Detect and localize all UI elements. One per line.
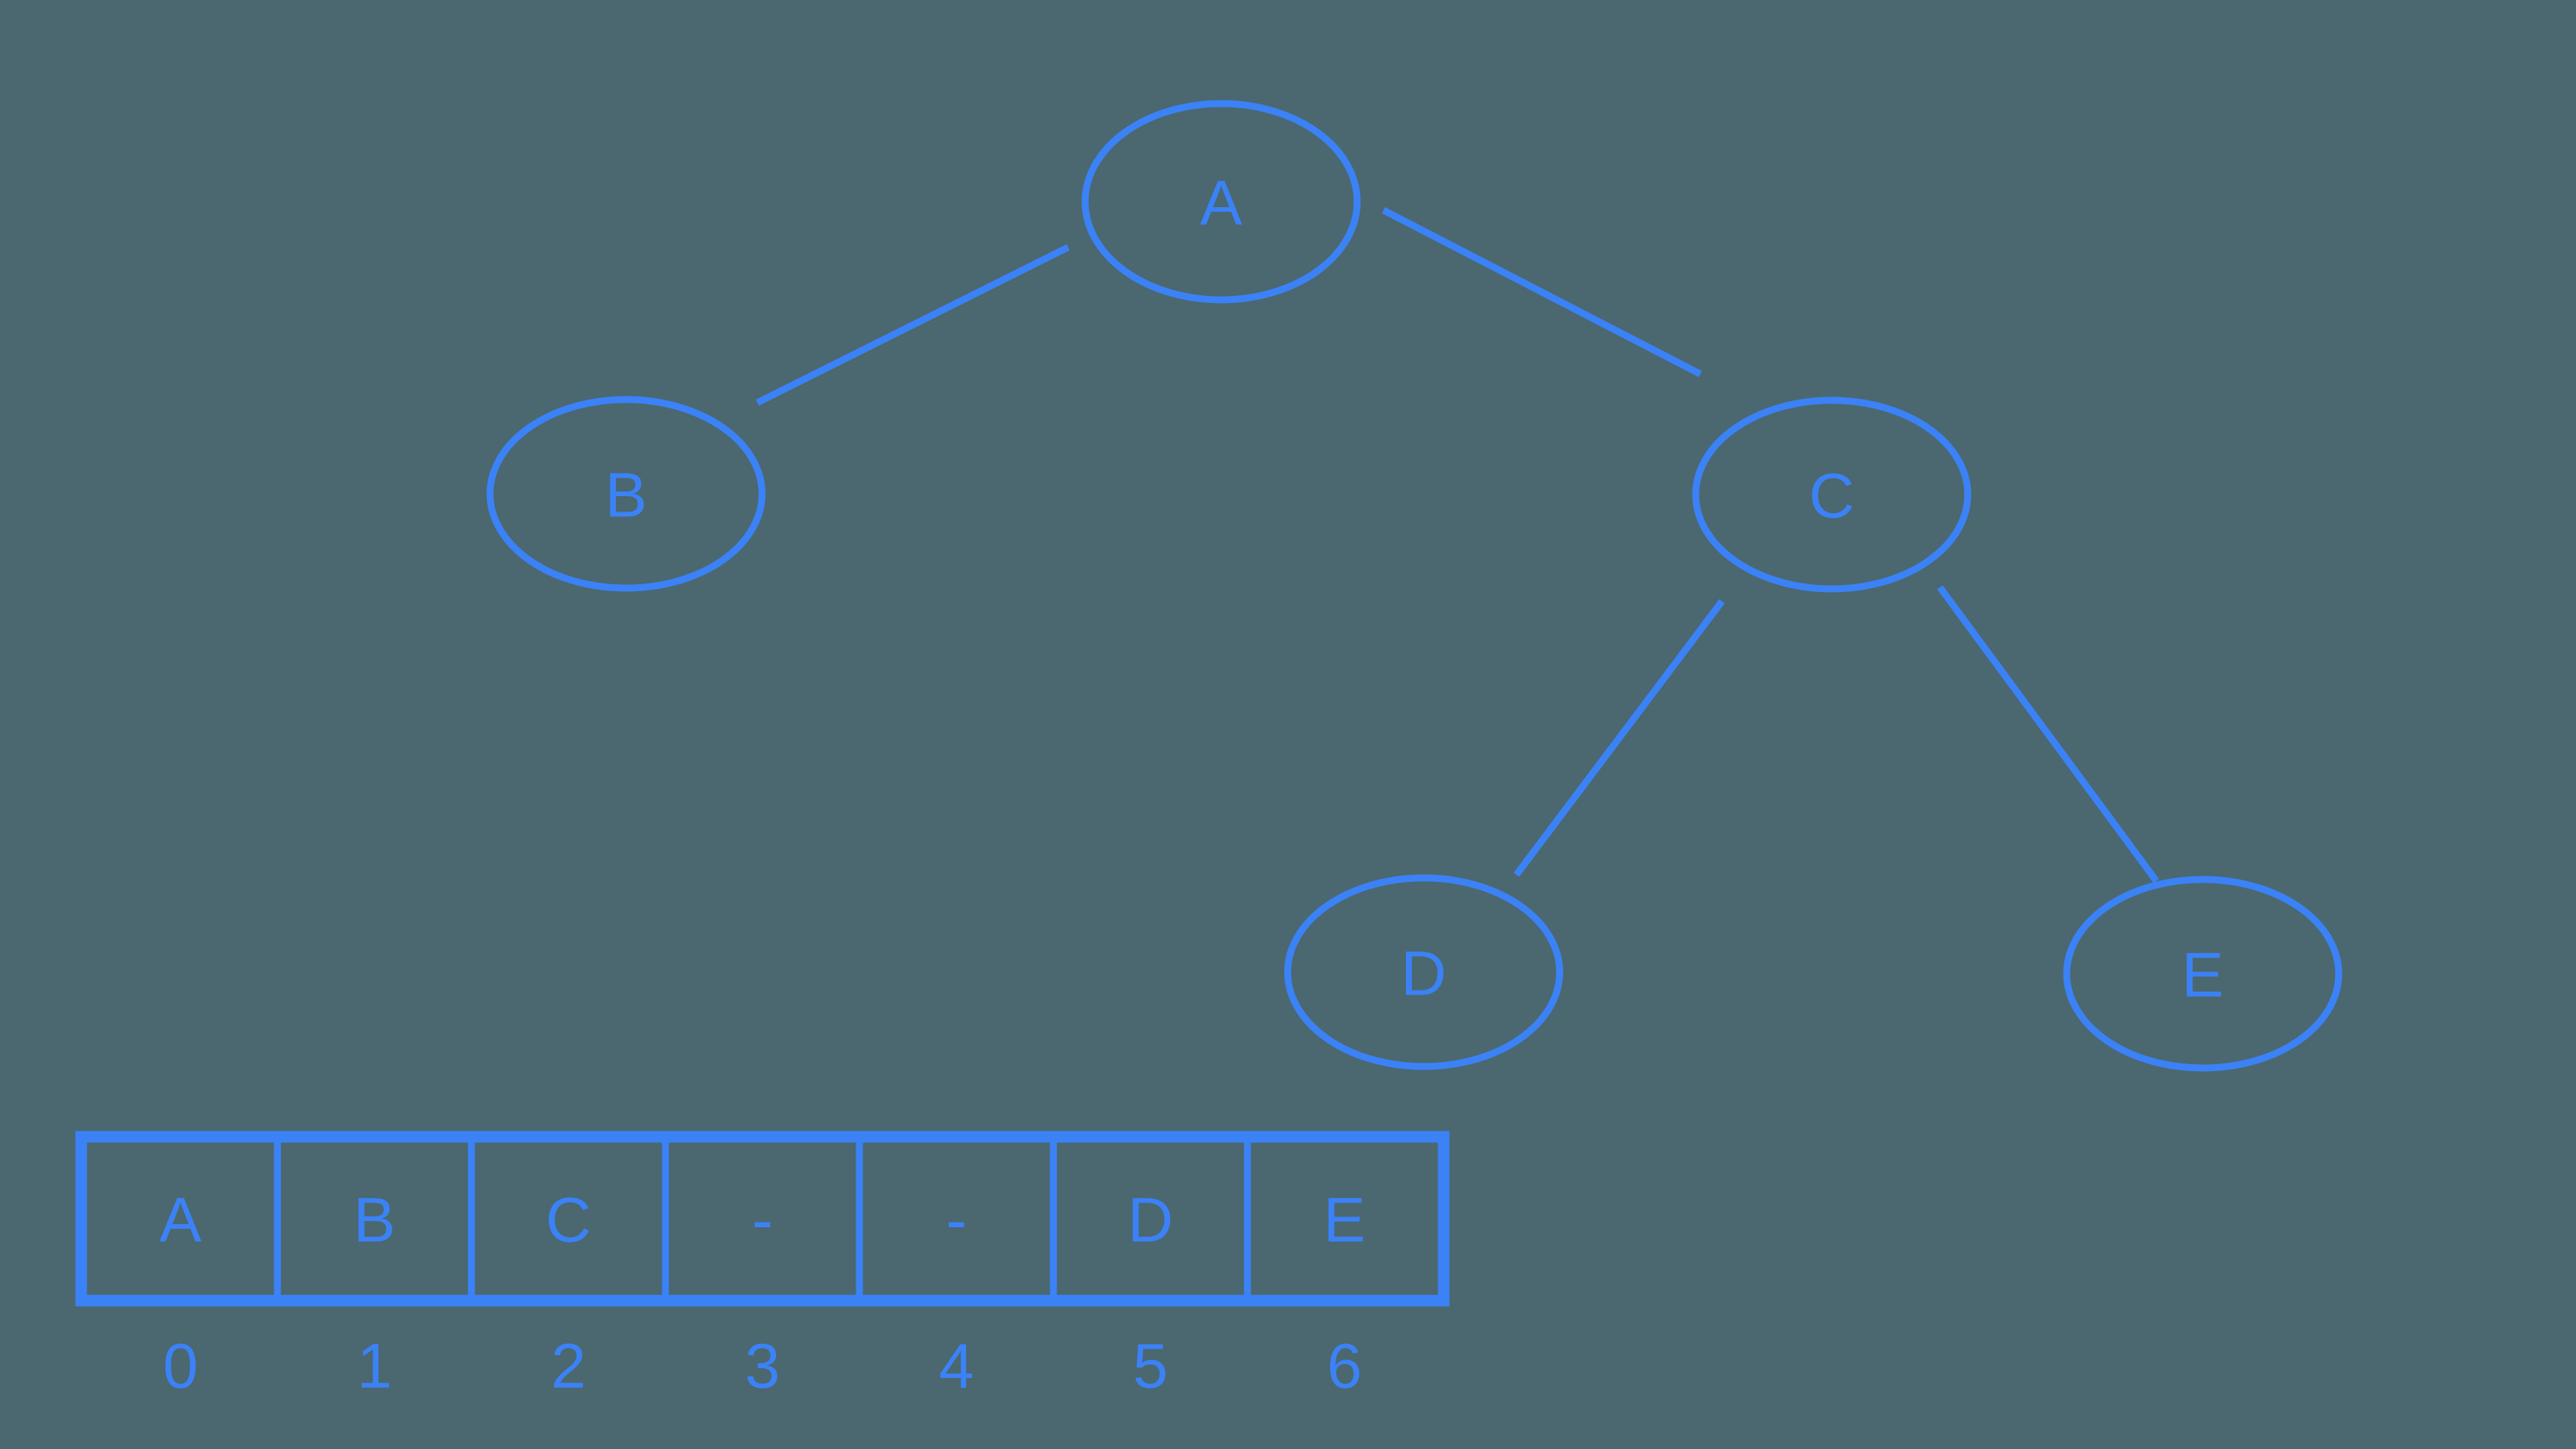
tree-edge-c-d: [1513, 599, 1725, 877]
tree-edge-c-e: [1937, 585, 2159, 883]
array-cell[interactable]: -: [662, 1135, 863, 1302]
node-ellipse-d: [1284, 874, 1564, 1070]
array-cell-box-6: [1244, 1135, 1445, 1302]
tree-edges-group: [755, 207, 2159, 883]
array-index-label-5: 5: [1133, 1332, 1169, 1402]
node-label-a: A: [1200, 168, 1243, 239]
array-cell[interactable]: C: [468, 1135, 669, 1302]
array-cell-value-3: -: [752, 1185, 773, 1256]
array-index-label-6: 6: [1327, 1332, 1363, 1402]
tree-node-b[interactable]: B: [486, 396, 766, 592]
tree-node-a[interactable]: A: [1081, 100, 1361, 304]
array-cell-value-5: D: [1128, 1185, 1173, 1256]
tree-node-d[interactable]: D: [1284, 874, 1564, 1070]
node-ellipse-a: [1081, 100, 1361, 304]
array-index-label-4: 4: [939, 1332, 975, 1402]
tree-edge-a-b: [755, 243, 1070, 406]
tree-edge-a-c: [1381, 207, 1703, 377]
node-label-c: C: [1809, 461, 1854, 532]
array-index-label-1: 1: [357, 1332, 393, 1402]
array-cell-value-1: B: [353, 1185, 396, 1256]
array-cell[interactable]: D: [1050, 1135, 1251, 1302]
tree-nodes-group: A B C D E: [486, 100, 2343, 1072]
node-ellipse-b: [486, 396, 766, 592]
node-label-e: E: [2182, 940, 2224, 1011]
array-cell-value-2: C: [546, 1185, 591, 1256]
node-ellipse-c: [1692, 396, 1972, 593]
array-index-label-2: 2: [551, 1332, 587, 1402]
array-index-label-0: 0: [163, 1332, 199, 1402]
array-cell-value-6: E: [1323, 1185, 1366, 1256]
array-cell[interactable]: B: [274, 1135, 475, 1302]
array-cell-value-4: -: [946, 1185, 967, 1256]
array-cell[interactable]: -: [856, 1135, 1057, 1302]
array-index-label-3: 3: [745, 1332, 781, 1402]
array-cell-value-0: A: [159, 1185, 202, 1256]
node-ellipse-e: [2063, 876, 2343, 1072]
tree-node-e[interactable]: E: [2063, 876, 2343, 1072]
array-cell[interactable]: A: [80, 1135, 281, 1302]
tree-node-c[interactable]: C: [1692, 396, 1972, 593]
array-cell[interactable]: E: [1244, 1135, 1445, 1302]
array-index-row: 0 1 2 3 4 5 6: [163, 1332, 1363, 1402]
node-label-d: D: [1400, 939, 1446, 1009]
node-label-b: B: [605, 461, 648, 531]
